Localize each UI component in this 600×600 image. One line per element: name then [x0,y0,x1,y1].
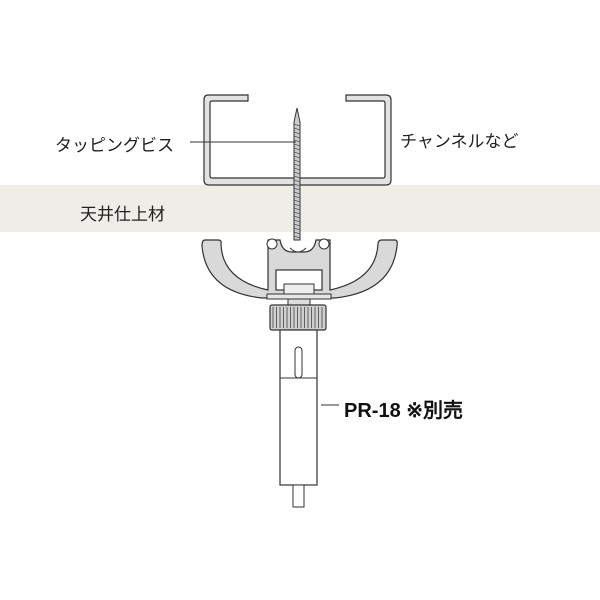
screw-thread [293,167,301,171]
wire-rod [292,484,305,508]
label-ceiling-finish: 天井仕上材 [80,205,165,225]
screw-thread [293,135,301,139]
screw-thread [293,199,301,203]
screw-thread [293,131,301,135]
screw-thread [293,235,301,239]
screw-thread [293,219,301,223]
channel-shape [203,94,392,186]
screw-thread [293,151,301,155]
screw-thread [293,187,301,191]
screw-thread [293,195,301,199]
label-product: PR-18 ※別売 [344,400,464,422]
screw-thread [293,147,301,151]
washer [266,293,332,300]
knurled-nut [269,304,327,331]
tapping-screw [293,107,301,241]
rail-profile [201,239,398,299]
label-channel: チャンネルなど [400,132,519,152]
screw-thread [293,123,301,127]
screw-thread [293,179,301,183]
screw-thread [293,203,301,207]
screw-thread [293,163,301,167]
screw-thread [293,227,301,231]
screw-thread [293,211,301,215]
screw-thread [293,207,301,211]
screw-thread [293,171,301,175]
slot [294,346,303,379]
screw-thread [293,143,301,147]
screw-thread [293,139,301,143]
screw-thread [293,215,301,219]
label-tapping-screw: タッピングビス [55,136,174,156]
screw-thread [293,183,301,187]
screw-thread [293,191,301,195]
screw-thread [293,223,301,227]
screw-thread [293,159,301,163]
screw-thread [293,175,301,179]
screw-thread [293,127,301,131]
screw-thread [293,155,301,159]
screw-thread [293,231,301,235]
